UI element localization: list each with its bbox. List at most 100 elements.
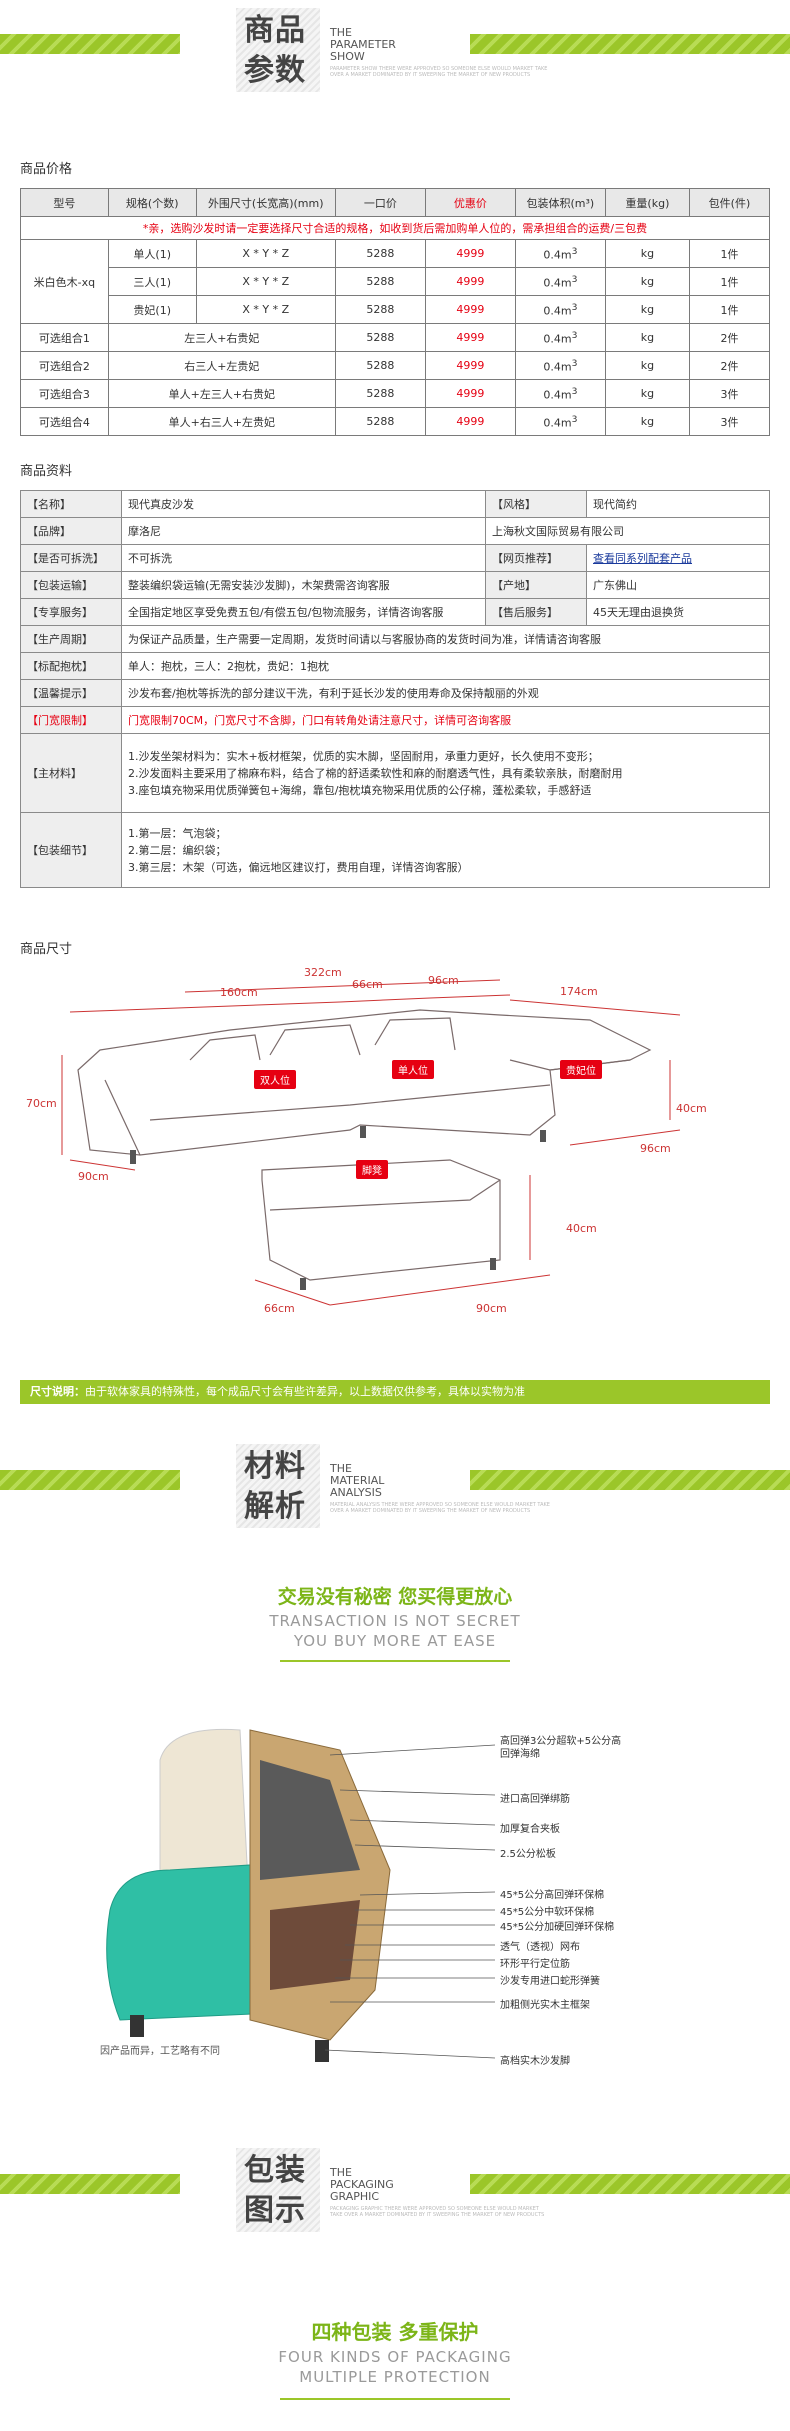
price-cell: 5288 (334, 267, 426, 296)
combo-name-cell: 可选组合1 (20, 323, 109, 352)
packaging-slogan-en2: MULTIPLE PROTECTION (299, 2368, 491, 2386)
origin-value: 广东佛山 (586, 571, 770, 599)
header-en-line2: MATERIAL (330, 1474, 385, 1487)
sale-price-cell: 4999 (424, 267, 516, 296)
price-cell: 5288 (334, 379, 426, 408)
material-slogan-cn: 交易没有秘密 您买得更放心 (277, 1586, 513, 1608)
ottoman-leg (300, 1278, 306, 1290)
dim-line-total (184, 979, 501, 993)
sofa-leg (315, 2040, 329, 2062)
header-fine-print: PARAMETER SHOW THERE WERE APPROVED SO SO… (330, 66, 548, 78)
dim-line-ottoman-d (329, 1274, 551, 1306)
header-title-line1: 包装 (244, 2153, 306, 2188)
dim-right: 96cm (428, 974, 459, 987)
ottoman-top-edge (269, 1179, 501, 1211)
header-en-line1: THE (330, 2166, 352, 2179)
sofa-cushion-2 (269, 1024, 361, 1056)
dim-total: 322cm (304, 966, 342, 979)
price-cell: 5288 (334, 407, 426, 436)
brand-label: 【品牌】 (20, 517, 122, 545)
table-row: 【主材料】 1.沙发坐架材料为：实木+板材框架，优质的实木脚，坚固耐用，承重力更… (20, 733, 770, 813)
pieces-cell: 1件 (688, 267, 771, 296)
recommend-label: 【网页推荐】 (485, 544, 587, 572)
size-note-bar: 尺寸说明：由于软体家具的特殊性，每个成品尺寸会有些许差异，以上数据仅供参考，具体… (20, 1380, 770, 1404)
dim-line-right (429, 994, 511, 999)
weight-cell: kg (604, 295, 690, 324)
price-cell: 5288 (334, 239, 426, 268)
combo-spec-cell: 右三人+左贵妃 (107, 351, 336, 380)
price-table: 型号 规格(个数) 外围尺寸(长宽高)(mm) 一口价 优惠价 包装体积(m³)… (20, 188, 771, 436)
seat-springs (270, 1900, 360, 1990)
cycle-label: 【生产周期】 (20, 625, 122, 653)
callout-legs: 高档实木沙发脚 (500, 2056, 570, 2067)
pack-value: 1.第一层：气泡袋； 2.第二层：编织袋； 3.第三层：木架（可选，偏远地区建议… (121, 812, 770, 888)
name-label: 【名称】 (20, 490, 122, 518)
dim-chaise-d: 96cm (640, 1142, 671, 1155)
inner-springs (260, 1760, 360, 1880)
dim-depth: 90cm (78, 1170, 109, 1183)
service-value: 全国指定地区享受免费五包/有偿五包/包物流服务，详情咨询客服 (121, 598, 486, 626)
table-row: 可选组合1 左三人+右贵妃 5288 4999 0.4m3 kg 2件 (20, 323, 771, 352)
callout-springs: 沙发专用进口蛇形弹簧 (500, 1976, 600, 1987)
header-pattern-block (236, 8, 320, 92)
table-row: 三人(1) X * Y * Z 5288 4999 0.4m3 kg 1件 (21, 267, 771, 296)
price-cell: 5288 (334, 323, 426, 352)
table-row: 【品牌】 摩洛尼 上海秋文国际贸易有限公司 (20, 517, 770, 545)
callout-cotton-soft: 45*5公分中软环保棉 (500, 1907, 595, 1918)
sofa-leg (360, 1126, 366, 1138)
table-row: 可选组合4 单人+右三人+左贵妃 5288 4999 0.4m3 kg 3件 (20, 407, 771, 436)
brand-value: 摩洛尼 (121, 517, 486, 545)
weight-cell: kg (604, 323, 690, 352)
combo-name-cell: 可选组合2 (20, 351, 109, 380)
dim-line-mid (339, 997, 431, 1003)
header-spec: 规格(个数) (107, 188, 197, 217)
table-row: 【名称】 现代真皮沙发 【风格】 现代简约 (20, 490, 770, 518)
material-line: 2.沙发面料主要采用了棉麻布料，结合了棉的舒适柔软性和麻的耐磨透气性，具有柔软亲… (128, 766, 623, 780)
header-dims: 外围尺寸(长宽高)(mm) (195, 188, 336, 217)
material-label: 【主材料】 (20, 733, 122, 813)
pieces-cell: 2件 (688, 351, 771, 380)
recommend-link[interactable]: 查看同系列配套产品 (586, 544, 770, 572)
header-en-line1: THE (330, 26, 352, 39)
ottoman-outline (261, 1159, 501, 1281)
packaging-slogan-en1: FOUR KINDS OF PACKAGING (278, 2348, 512, 2366)
material-line: 1.沙发坐架材料为：实木+板材框架，优质的实木脚，坚固耐用，承重力更好，长久使用… (128, 749, 599, 763)
header-weight: 重量(kg) (604, 188, 690, 217)
sofa-outline (77, 1009, 652, 1156)
header-en-line2: PACKAGING (330, 2178, 394, 2191)
sofa-arm-line (104, 1079, 141, 1156)
weight-cell: kg (604, 351, 690, 380)
header-en-line3: SHOW (330, 50, 365, 63)
dims-cell: X * Y * Z (195, 267, 336, 296)
sale-price-cell: 4999 (424, 295, 516, 324)
dim-line-chaise (509, 999, 681, 1016)
weight-cell: kg (604, 407, 690, 436)
pieces-cell: 3件 (688, 379, 771, 408)
header-price: 一口价 (334, 188, 426, 217)
table-row: 【专享服务】 全国指定地区享受免费五包/有偿五包/包物流服务，详情咨询客服 【售… (20, 598, 770, 626)
dim-chaise-h: 40cm (676, 1102, 707, 1115)
sofa-leg (130, 2015, 144, 2037)
table-row: 【温馨提示】 沙发布套/抱枕等拆洗的部分建议干洗，有利于延长沙发的使用寿命及保持… (20, 679, 770, 707)
tag-double-seat: 双人位 (254, 1070, 296, 1089)
header-pieces: 包件(件) (688, 188, 771, 217)
volume-cell: 0.4m3 (514, 407, 606, 436)
header-title-line1: 材料 (244, 1449, 306, 1484)
header-sale-price: 优惠价 (424, 188, 516, 217)
volume-cell: 0.4m3 (514, 267, 606, 296)
header-fine-print: PACKAGING GRAPHIC THERE WERE APPROVED SO… (330, 2206, 545, 2218)
sofa-cushion-1 (189, 1034, 261, 1061)
dim-ottoman-d: 90cm (476, 1302, 507, 1315)
ottoman-leg (490, 1258, 496, 1270)
company-value: 上海秋文国际贸易有限公司 (485, 517, 770, 545)
header-en-line1: THE (330, 1462, 352, 1475)
combo-spec-cell: 左三人+右贵妃 (107, 323, 336, 352)
material-value: 1.沙发坐架材料为：实木+板材框架，优质的实木脚，坚固耐用，承重力更好，长久使用… (121, 733, 770, 813)
tag-chaise: 贵妃位 (560, 1060, 602, 1079)
pillow-value: 单人：抱枕，三人：2抱枕，贵妃：1抱枕 (121, 652, 770, 680)
pillow-label: 【标配抱枕】 (20, 652, 122, 680)
table-row: 【门宽限制】 门宽限制70CM，门宽尺寸不含脚，门口有转角处请注意尺寸，详情可咨… (20, 706, 770, 734)
pieces-cell: 1件 (688, 295, 771, 324)
packing-label: 【包装运输】 (20, 571, 122, 599)
sale-price-cell: 4999 (424, 351, 516, 380)
